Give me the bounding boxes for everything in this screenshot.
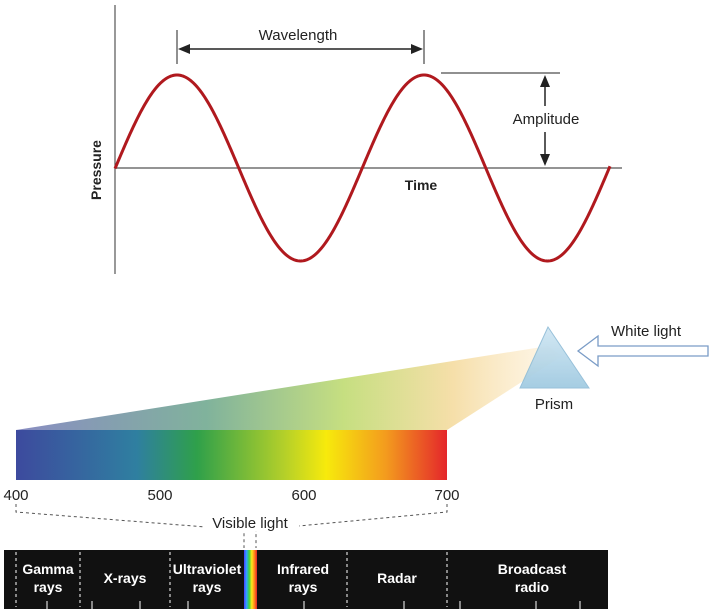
amplitude-arrowhead-up: [540, 75, 550, 87]
amplitude-arrowhead-down: [540, 154, 550, 166]
visible-light-label: Visible light: [212, 515, 288, 532]
em-band-label: Broadcast: [498, 561, 567, 577]
em-ticks: [46, 601, 581, 609]
spectrum-tick-label: 400: [3, 487, 28, 504]
em-band-label: rays: [34, 579, 63, 595]
em-band-label: Gamma: [22, 561, 74, 577]
pressure-axis-label: Pressure: [88, 140, 104, 200]
em-band-label: X-rays: [104, 570, 147, 586]
spectrum-tick-label: 700: [434, 487, 459, 504]
visible-range-connector-left: [15, 504, 245, 548]
spectrum-tick-label: 500: [147, 487, 172, 504]
spectrum-tick-label: 600: [291, 487, 316, 504]
em-band-label: Radar: [377, 570, 417, 586]
wavelength-arrowhead-left: [178, 44, 190, 54]
white-light-label: White light: [611, 323, 682, 340]
prism-shape: [519, 325, 590, 389]
visible-rainbow-strip: [244, 550, 257, 609]
sine-wave: [113, 73, 612, 263]
em-band-label: rays: [289, 579, 318, 595]
visible-light-label-bg: [203, 513, 299, 531]
em-band-label: Infrared: [277, 561, 329, 577]
wavelength-label: Wavelength: [259, 27, 338, 44]
visible-spectrum-bar: [16, 430, 447, 480]
em-band-label: radio: [515, 579, 549, 595]
em-spectrum-bar: [4, 550, 608, 609]
prism-label: Prism: [535, 396, 573, 413]
amplitude-label: Amplitude: [513, 111, 580, 128]
em-bands: Gamma rays X-rays Ultraviolet rays Infrared ra…: [15, 552, 567, 607]
wavelength-arrowhead-right: [411, 44, 423, 54]
time-axis-label: Time: [405, 177, 438, 193]
spectrum-ticks: 400 500 600 700: [3, 487, 459, 504]
white-light-arrow: [576, 334, 709, 368]
visible-range-connector-right: [255, 504, 448, 548]
em-band-label: rays: [193, 579, 222, 595]
dispersed-light-fan: [16, 346, 562, 430]
em-band-label: Ultraviolet: [173, 561, 242, 577]
